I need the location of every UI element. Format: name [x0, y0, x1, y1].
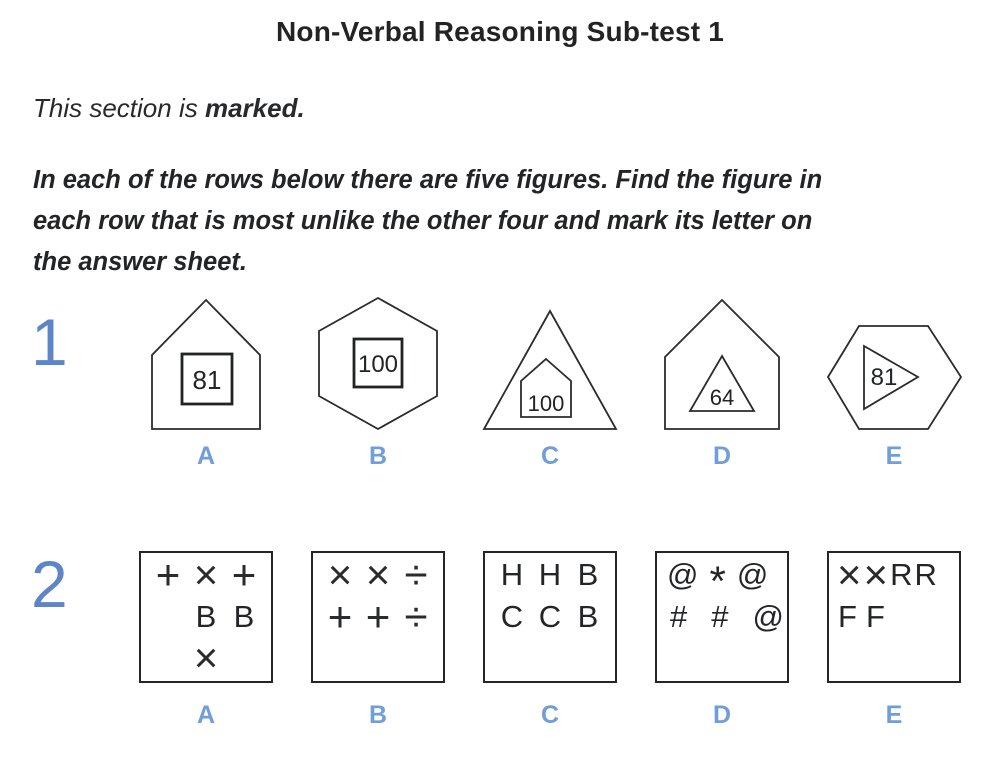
instructions-line: In each of the rows below there are five… — [33, 165, 823, 194]
triangle-with-house-figure: 100 — [482, 308, 618, 430]
instructions-line: the answer sheet. — [33, 247, 247, 276]
instructions: In each of the rows below there are five… — [33, 160, 970, 283]
page-title: Non-Verbal Reasoning Sub-test 1 — [275, 16, 725, 47]
q1-option-c: 100 C — [464, 295, 636, 469]
option-label-b: B — [368, 700, 388, 729]
instructions-line: each row that is most unlike the other f… — [33, 206, 813, 235]
symbol-box-d: @ * @ # # @ — [655, 550, 789, 683]
q1-option-b: 100 B — [292, 295, 464, 469]
figure-value: 64 — [710, 385, 734, 410]
section-note-prefix: This section is — [33, 93, 205, 123]
symbol-box-b: × × ÷ + + ÷ — [311, 550, 445, 683]
question-1: 1 81 A 100 — [0, 295, 1000, 469]
figure-value: 100 — [358, 351, 398, 378]
option-label-a: A — [196, 700, 216, 729]
house-with-square-figure: 81 — [151, 298, 261, 430]
question-2-number: 2 — [31, 546, 68, 621]
option-label-c: C — [540, 700, 560, 729]
q1-option-e: 81 E — [808, 295, 980, 469]
option-label-d: D — [712, 441, 732, 470]
option-label-b: B — [368, 441, 388, 470]
q1-option-a: 81 A — [120, 295, 292, 469]
symbol-box-c: H H B C C B — [483, 550, 617, 683]
hexagon-with-triangle-figure: 81 — [826, 324, 962, 430]
q1-option-d: 64 D — [636, 295, 808, 469]
option-label-e: E — [885, 441, 903, 470]
figure-value: 81 — [193, 365, 222, 395]
q2-option-e: × × R R F F E — [808, 550, 980, 729]
section-note: This section is marked. — [33, 92, 1000, 126]
question-1-number: 1 — [31, 304, 68, 379]
symbol-box-e: × × R R F F — [827, 550, 961, 683]
q2-option-c: H H B C C B — [464, 550, 636, 729]
question-2-options: + × + B B × — [120, 550, 1000, 729]
q2-option-b: × × ÷ + + ÷ — [292, 550, 464, 729]
symbol-box-a: + × + B B × — [139, 550, 273, 683]
q2-option-a: + × + B B × — [120, 550, 292, 729]
figure-value: 100 — [528, 391, 565, 416]
option-label-c: C — [540, 441, 560, 470]
option-label-d: D — [712, 700, 732, 729]
q2-option-d: @ * @ # # @ D — [636, 550, 808, 729]
question-1-options: 81 A 100 B — [120, 295, 1000, 469]
option-label-a: A — [196, 441, 216, 470]
figure-value: 81 — [870, 364, 897, 391]
question-2: 2 + × + B B — [0, 546, 1000, 729]
house-with-triangle-figure: 64 — [664, 298, 780, 430]
hexagon-with-square-figure: 100 — [318, 296, 438, 430]
section-note-emphasis: marked. — [204, 93, 305, 123]
option-label-e: E — [885, 700, 903, 729]
